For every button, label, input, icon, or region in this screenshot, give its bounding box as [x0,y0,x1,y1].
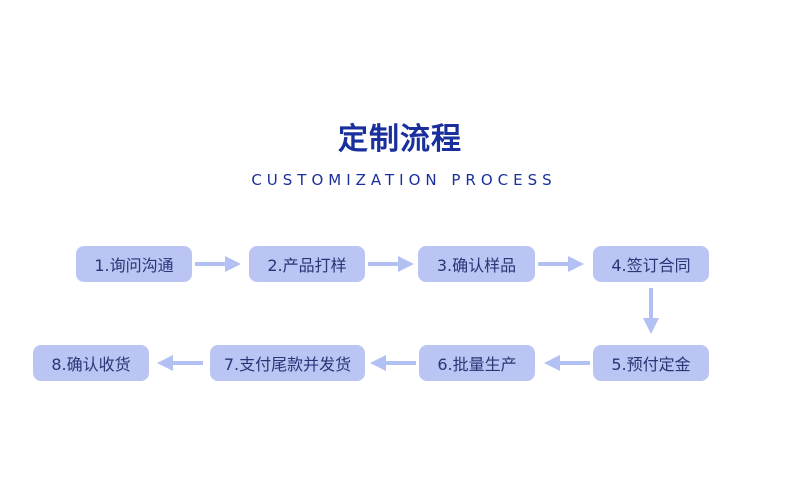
arrow-down-icon [643,288,659,334]
step-3-confirm-sample: 3.确认样品 [418,246,535,282]
step-2-sampling: 2.产品打样 [249,246,365,282]
step-1-inquiry: 1.询问沟通 [76,246,192,282]
arrow-right-icon [368,256,414,272]
arrow-left-icon [370,355,416,371]
step-8-confirm-receipt: 8.确认收货 [33,345,149,381]
page-subtitle: CUSTOMIZATION PROCESS [251,171,557,189]
arrow-left-icon [544,355,590,371]
step-5-deposit: 5.预付定金 [593,345,709,381]
page-title: 定制流程 [338,122,462,157]
step-7-final-payment-shipping: 7.支付尾款并发货 [210,345,365,381]
arrow-right-icon [195,256,241,272]
arrow-left-icon [157,355,203,371]
step-4-sign-contract: 4.签订合同 [593,246,709,282]
step-6-mass-production: 6.批量生产 [419,345,535,381]
arrow-right-icon [538,256,584,272]
